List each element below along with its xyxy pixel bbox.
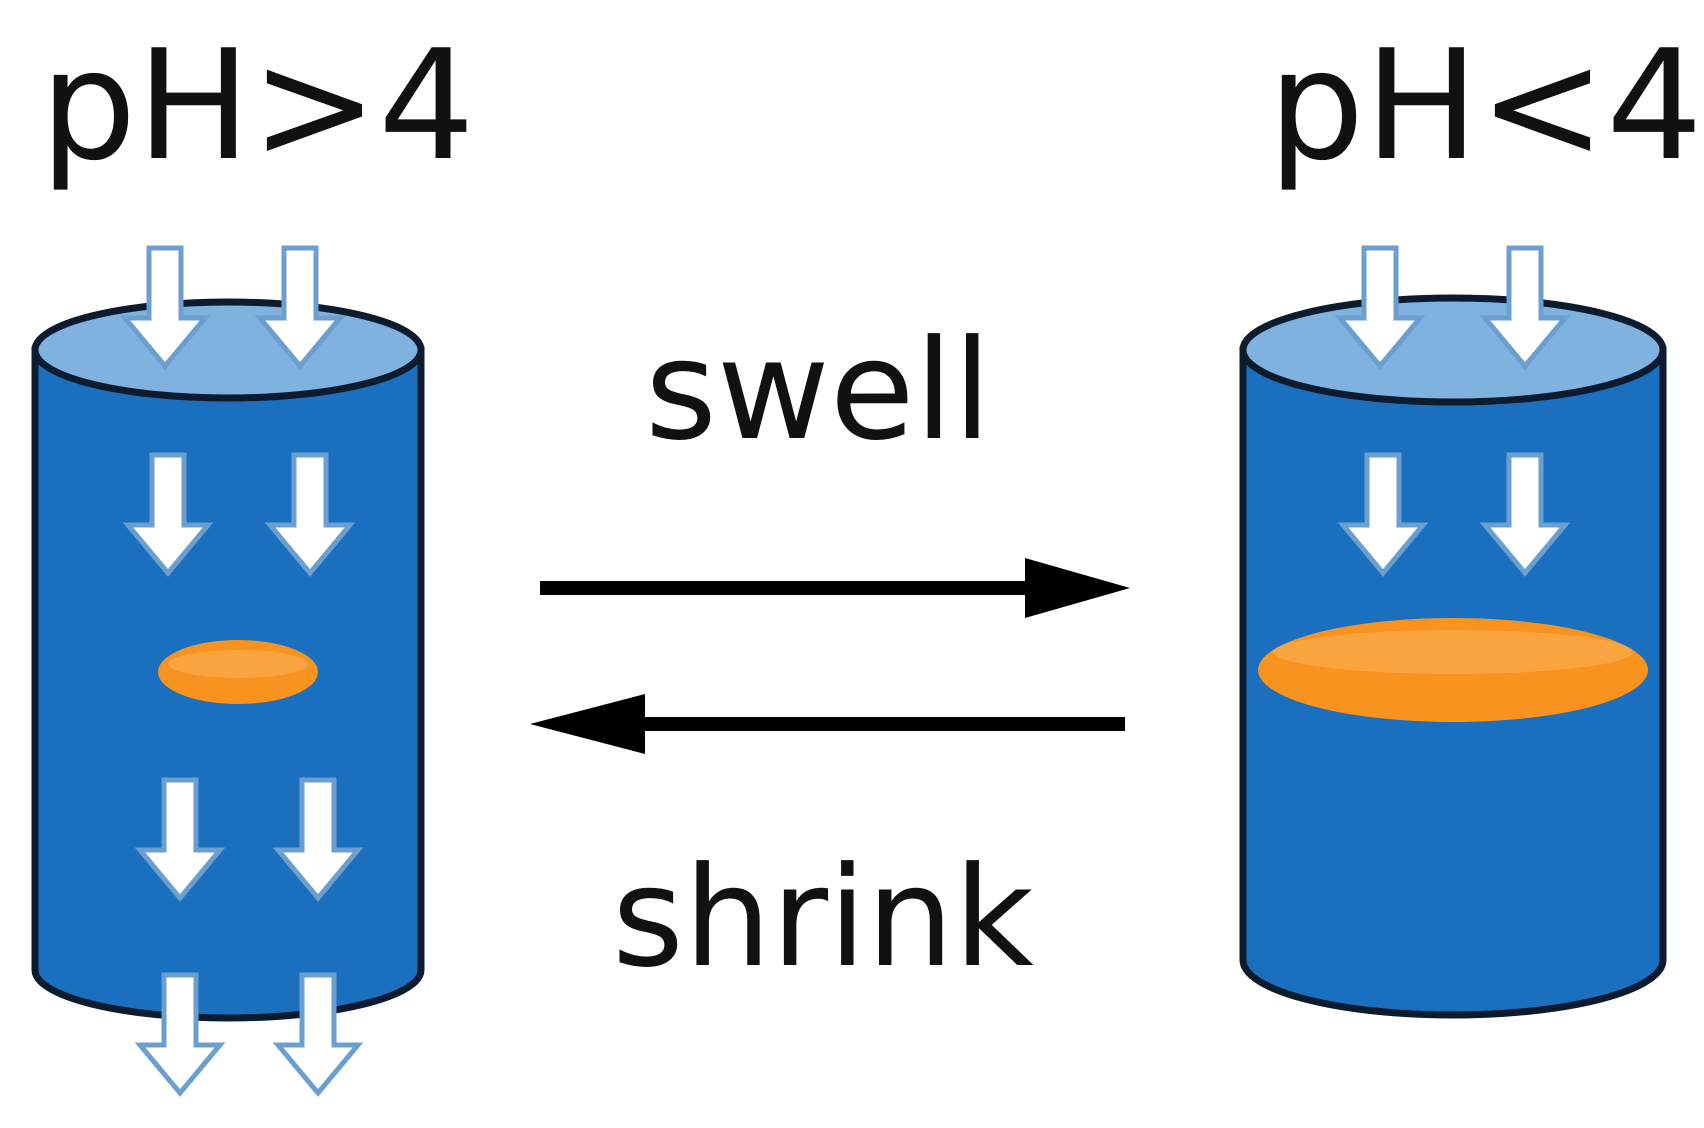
left-column: pH>4 — [31, 17, 475, 1093]
left-sample-band-highlight — [168, 650, 308, 678]
left-ph-label: pH>4 — [40, 17, 475, 194]
left-cylinder-top — [31, 298, 425, 402]
transition: swell shrink — [530, 310, 1130, 998]
shrink-label: shrink — [612, 837, 1034, 998]
right-column: pH<4 — [1239, 17, 1703, 1019]
swell-label: swell — [645, 310, 991, 471]
right-sample-band-highlight — [1273, 630, 1633, 674]
right-ph-label: pH<4 — [1268, 17, 1703, 194]
swell-arrow — [540, 558, 1130, 618]
right-cylinder-top — [1239, 294, 1667, 406]
shrink-arrow — [530, 694, 1125, 754]
